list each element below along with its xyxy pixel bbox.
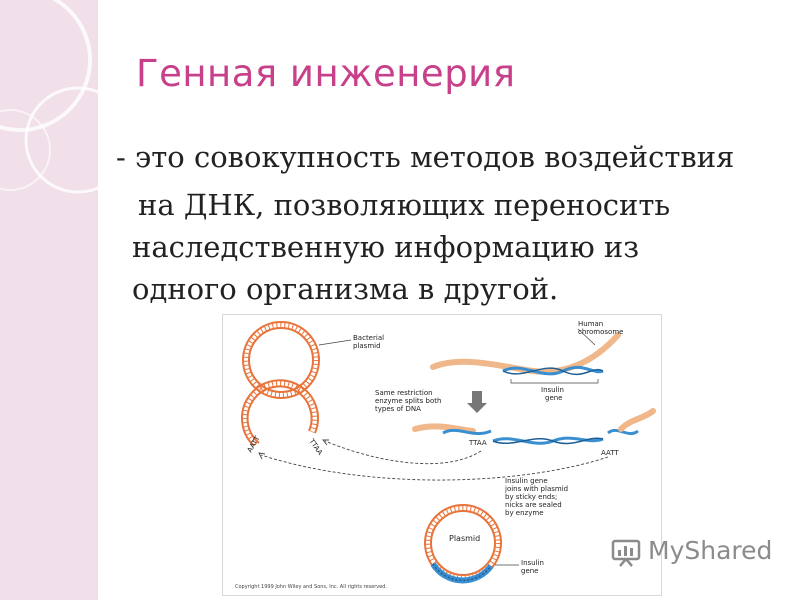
- recombinant-plasmid: [424, 504, 502, 584]
- dashed-arrow-2: [260, 454, 609, 481]
- diagram-svg: Bacterial plasmid Human chromosome Insul…: [235, 320, 656, 590]
- dashed-arrow-1: [324, 440, 482, 465]
- copyright-text: Copyright 1999 John Wiley and Sons, Inc.…: [235, 584, 387, 590]
- human-chromosome-top: [430, 332, 621, 376]
- label-restriction-1: Same restriction: [375, 389, 433, 397]
- definition-line-2: на ДНК, позволяющих переносить: [138, 188, 671, 222]
- slide-title: Генная инженерия: [136, 52, 516, 95]
- label-joins-3: by sticky ends;: [505, 493, 557, 501]
- decorative-side-panel: [0, 0, 98, 600]
- label-insulin-bottom: Insulin: [521, 559, 544, 567]
- label-bacterial: Bacterial: [353, 334, 384, 342]
- label-gene-bottom: gene: [521, 567, 539, 575]
- decorative-circles: [0, 0, 98, 194]
- label-gene-top: gene: [545, 394, 563, 402]
- label-joins-4: nicks are sealed: [505, 501, 562, 509]
- watermark-text: MyShared: [648, 536, 773, 565]
- definition-line-3: наследственную информацию из: [132, 230, 640, 264]
- sticky-end-right-gene: AATT: [601, 449, 619, 457]
- genetic-engineering-diagram: Bacterial plasmid Human chromosome Insul…: [222, 314, 662, 596]
- cut-chromosome: [412, 408, 656, 445]
- definition-line-4: одного организма в другой.: [132, 272, 559, 306]
- label-insulin-top: Insulin: [541, 386, 564, 394]
- sticky-end-right-plasmid: TTAA: [307, 437, 324, 457]
- down-arrow-icon: [467, 391, 487, 413]
- label-joins-2: joins with plasmid: [504, 485, 568, 493]
- label-joins-5: by enzyme: [505, 509, 544, 517]
- bacterial-plasmid-ring: [242, 321, 320, 399]
- label-restriction-2: enzyme splits both: [375, 397, 441, 405]
- opened-plasmid: [240, 379, 319, 446]
- label-restriction-3: types of DNA: [375, 405, 421, 413]
- myshared-watermark[interactable]: MyShared: [606, 532, 776, 572]
- label-plasmid-bottom: Plasmid: [449, 534, 480, 543]
- label-human: Human: [578, 320, 603, 328]
- label-joins-1: Insulin gene: [505, 477, 548, 485]
- label-chromosome: chromosome: [578, 328, 623, 336]
- label-plasmid: plasmid: [353, 342, 381, 350]
- presentation-board-icon: [611, 539, 641, 567]
- sticky-end-left-gene: TTAA: [468, 439, 487, 447]
- definition-line-1: - это совокупность методов воздействия: [116, 140, 735, 174]
- sticky-end-left-plasmid: AATT: [246, 434, 262, 454]
